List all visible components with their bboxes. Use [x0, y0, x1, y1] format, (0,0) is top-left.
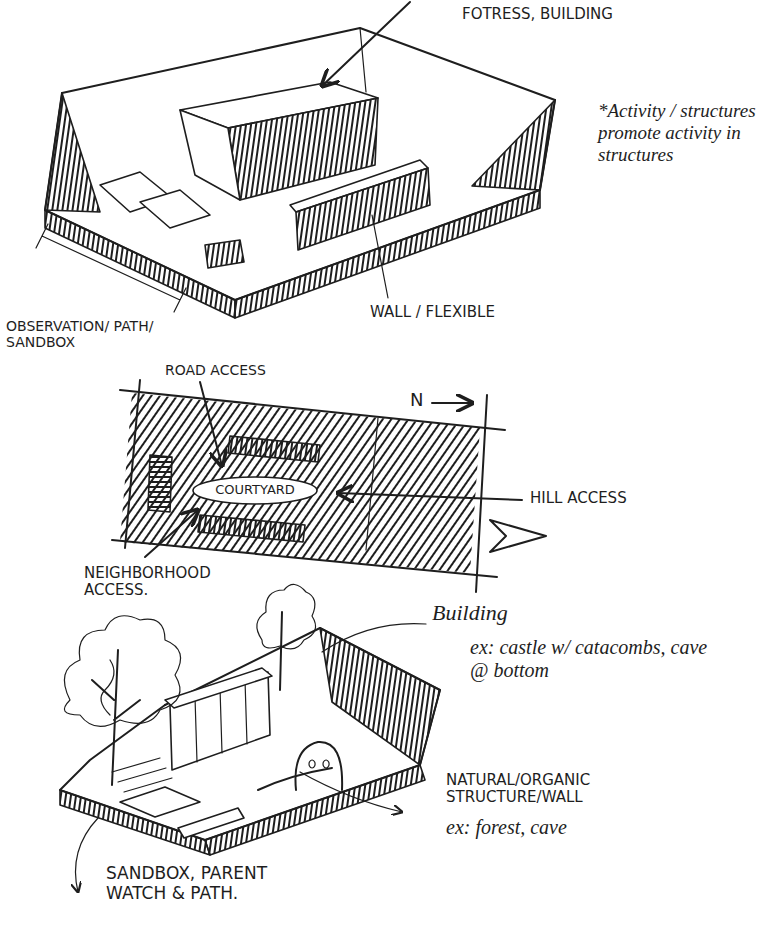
observation-bracket: [36, 224, 186, 312]
north-arrow: [432, 402, 472, 404]
watch-bench: [178, 808, 244, 838]
note-text: *Activity / structures promote activity …: [598, 100, 760, 166]
castle-top: [165, 668, 272, 708]
natural-wall-leader: [300, 772, 402, 812]
note-text: ex: castle w/ catacombs, cave @ bottom: [470, 636, 710, 682]
fortress-side: [180, 110, 240, 200]
wall-leader: [372, 215, 388, 298]
courtyard-oval: COURTYARD: [192, 476, 318, 505]
plan-top-bar: [228, 436, 320, 462]
base-front-face: [45, 210, 235, 318]
path-marker: [205, 240, 244, 268]
plan-bottom-bar: [198, 515, 305, 542]
section-arrow: [490, 520, 546, 552]
plan-top-edge: [120, 390, 505, 430]
plan-left-bar: [148, 455, 172, 512]
access-label: ROAD ACCESS: [165, 362, 325, 378]
oval-shape: [193, 477, 317, 504]
note-heading: Building: [432, 600, 582, 625]
callout-label: NATURAL/ORGANIC STRUCTURE/WALL: [446, 772, 646, 807]
road-access-arrow: [200, 382, 222, 466]
tree-foliage: [64, 616, 180, 727]
cave-mound: [295, 742, 342, 790]
area-label: COURTYARD: [215, 483, 295, 498]
sandbox-slab: [120, 787, 200, 817]
neighborhood-access-arrow: [145, 510, 198, 557]
plan-slope-line: [366, 418, 378, 550]
hill-access-arrow: [338, 493, 522, 500]
callout-label: WALL / FLEXIBLE: [370, 304, 570, 321]
callout-label: SANDBOX, PARENT WATCH & PATH.: [106, 864, 306, 903]
front-rim: [45, 93, 555, 300]
hill-slope-wall: [320, 628, 440, 765]
tree-foliage: [257, 584, 316, 648]
tree-trunk: [280, 612, 282, 690]
sandbox-slab: [140, 190, 210, 228]
callout-label: OBSERVATION/ PATH/ SANDBOX: [6, 318, 196, 350]
access-label: HILL ACCESS: [530, 490, 720, 507]
sandbox-leader: [76, 818, 99, 892]
node-text-holder: COURTYARD: [215, 483, 295, 498]
callout-label: FOTRESS, BUILDING: [462, 6, 712, 23]
cave-openings: [309, 760, 329, 768]
flexible-wall: [296, 168, 430, 250]
plan-left-edge: [125, 380, 140, 548]
north-label: N: [410, 390, 434, 411]
back-corner: [360, 28, 366, 92]
organic-wall: [258, 768, 332, 790]
plan-right-edge: [476, 395, 487, 592]
access-label: NEIGHBORHOOD ACCESS.: [84, 565, 234, 600]
tree-trunk: [92, 650, 140, 785]
note-text: ex: forest, cave: [446, 816, 646, 839]
building-leader: [322, 624, 426, 652]
fortress-leader: [322, 2, 410, 86]
